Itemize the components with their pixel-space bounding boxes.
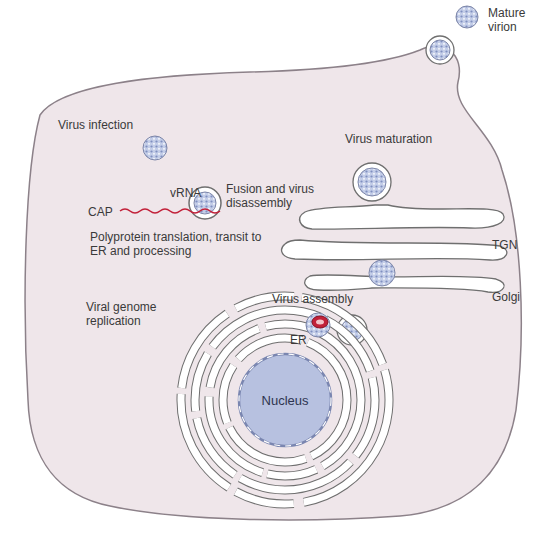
stage-label: Viral genome replication [86, 300, 181, 328]
mature-virion [456, 6, 478, 28]
golgi-stack [282, 240, 507, 260]
node-label: Nucleus [237, 393, 333, 408]
nucleus-circle: Nucleus [237, 352, 333, 448]
organelle-label: TGN [492, 238, 532, 252]
rna-label: vRNA [170, 186, 220, 200]
stage-label: Polyprotein translation, transit to ER a… [90, 230, 265, 258]
cell-membrane [25, 46, 521, 520]
er-network [143, 258, 427, 542]
golgi-virion [369, 260, 395, 286]
organelle-label: ER [290, 333, 320, 347]
maturing-virion [353, 163, 391, 201]
exiting-virion [426, 36, 454, 64]
golgi-stack [300, 205, 504, 229]
virus-particle [143, 136, 167, 160]
stage-label: Fusion and virus disassembly [226, 182, 336, 210]
assembling-virion [306, 313, 330, 337]
stage-label: Virus maturation [345, 132, 475, 146]
stage-label: Mature virion [488, 6, 544, 34]
cap-label: CAP [88, 205, 128, 219]
maturing-virion [353, 163, 391, 201]
er-network [143, 258, 427, 542]
virus-particle [143, 136, 167, 160]
mature-virion [456, 6, 478, 28]
er-network [209, 324, 361, 476]
vrna-strand [120, 209, 220, 213]
stage-label: Virus infection [58, 118, 178, 132]
er-network [223, 338, 347, 462]
golgi-virion [369, 260, 395, 286]
er-network [195, 310, 375, 490]
assembling-virion [306, 313, 330, 337]
er-network [195, 310, 375, 490]
er-network [223, 338, 347, 462]
er-network [143, 258, 427, 542]
exiting-virion [426, 36, 454, 64]
assembling-virion [316, 320, 324, 325]
er-network [143, 258, 427, 542]
exiting-virion [430, 40, 450, 60]
golgi-stack [282, 205, 507, 292]
er-network [143, 258, 427, 542]
golgi-stack [305, 275, 504, 292]
stage-label: Virus assembly [272, 292, 382, 306]
maturing-virion [358, 168, 386, 196]
er-network [209, 324, 361, 476]
organelle-label: Golgi [492, 290, 537, 304]
assembling-virion [312, 316, 328, 328]
